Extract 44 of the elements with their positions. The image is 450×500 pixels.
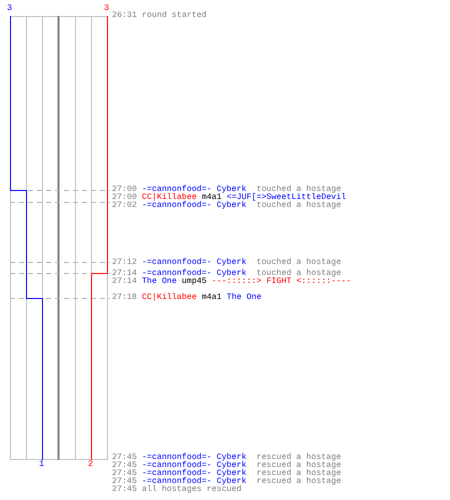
player-name: -=cannonfood=- Cyberk (142, 202, 246, 210)
event-text: rescued a hostage (256, 478, 342, 486)
timestamp: 27:02 (112, 202, 137, 210)
timestamp: 26:31 (112, 12, 137, 20)
player-name: -=cannonfood=- Cyberk (142, 478, 246, 486)
player-name: ---::::::> FIGHT <::::::---- (212, 278, 352, 286)
count-number: 3 (104, 4, 110, 13)
weapon-name: m4a1 (202, 194, 222, 202)
timestamp: 27:14 (112, 270, 137, 278)
timestamp: 27:45 (112, 486, 137, 494)
player-name: CC|Killabee (142, 194, 197, 202)
player-name: <=JUF[=>SweetLittleDevil (226, 194, 346, 202)
event-text: round started (142, 12, 207, 20)
player-name: -=cannonfood=- Cyberk (142, 462, 246, 470)
player-name: The One (226, 294, 262, 302)
player-name: The One (142, 278, 177, 286)
event-text: rescued a hostage (256, 454, 342, 462)
timestamp: 27:00 (112, 194, 137, 202)
count-number: 1 (39, 460, 44, 469)
event-text: touched a hostage (256, 270, 342, 278)
timestamp: 27:45 (112, 462, 137, 470)
event-text: all hostages rescued (142, 486, 242, 494)
count-number: 3 (7, 4, 12, 13)
timestamp: 27:45 (112, 478, 137, 486)
event-text: rescued a hostage (256, 462, 342, 470)
timestamp: 27:14 (112, 278, 137, 286)
timestamp: 27:00 (112, 186, 137, 194)
weapon-name: ump45 (182, 278, 207, 286)
event-text: touched a hostage (256, 202, 342, 210)
count-number: 2 (88, 460, 94, 469)
player-name: -=cannonfood=- Cyberk (142, 259, 246, 267)
event-text: rescued a hostage (256, 470, 342, 478)
player-name: -=cannonfood=- Cyberk (142, 270, 246, 278)
timestamp: 27:18 (112, 294, 137, 302)
event-text: touched a hostage (256, 259, 342, 267)
timestamp: 27:12 (112, 259, 137, 267)
weapon-name: m4a1 (202, 294, 222, 302)
player-name: -=cannonfood=- Cyberk (142, 186, 246, 194)
event-text: touched a hostage (256, 186, 342, 194)
timestamp: 27:45 (112, 470, 137, 478)
player-name: CC|Killabee (142, 294, 197, 302)
timestamp: 27:45 (112, 454, 137, 462)
player-name: -=cannonfood=- Cyberk (142, 454, 246, 462)
player-name: -=cannonfood=- Cyberk (142, 470, 246, 478)
